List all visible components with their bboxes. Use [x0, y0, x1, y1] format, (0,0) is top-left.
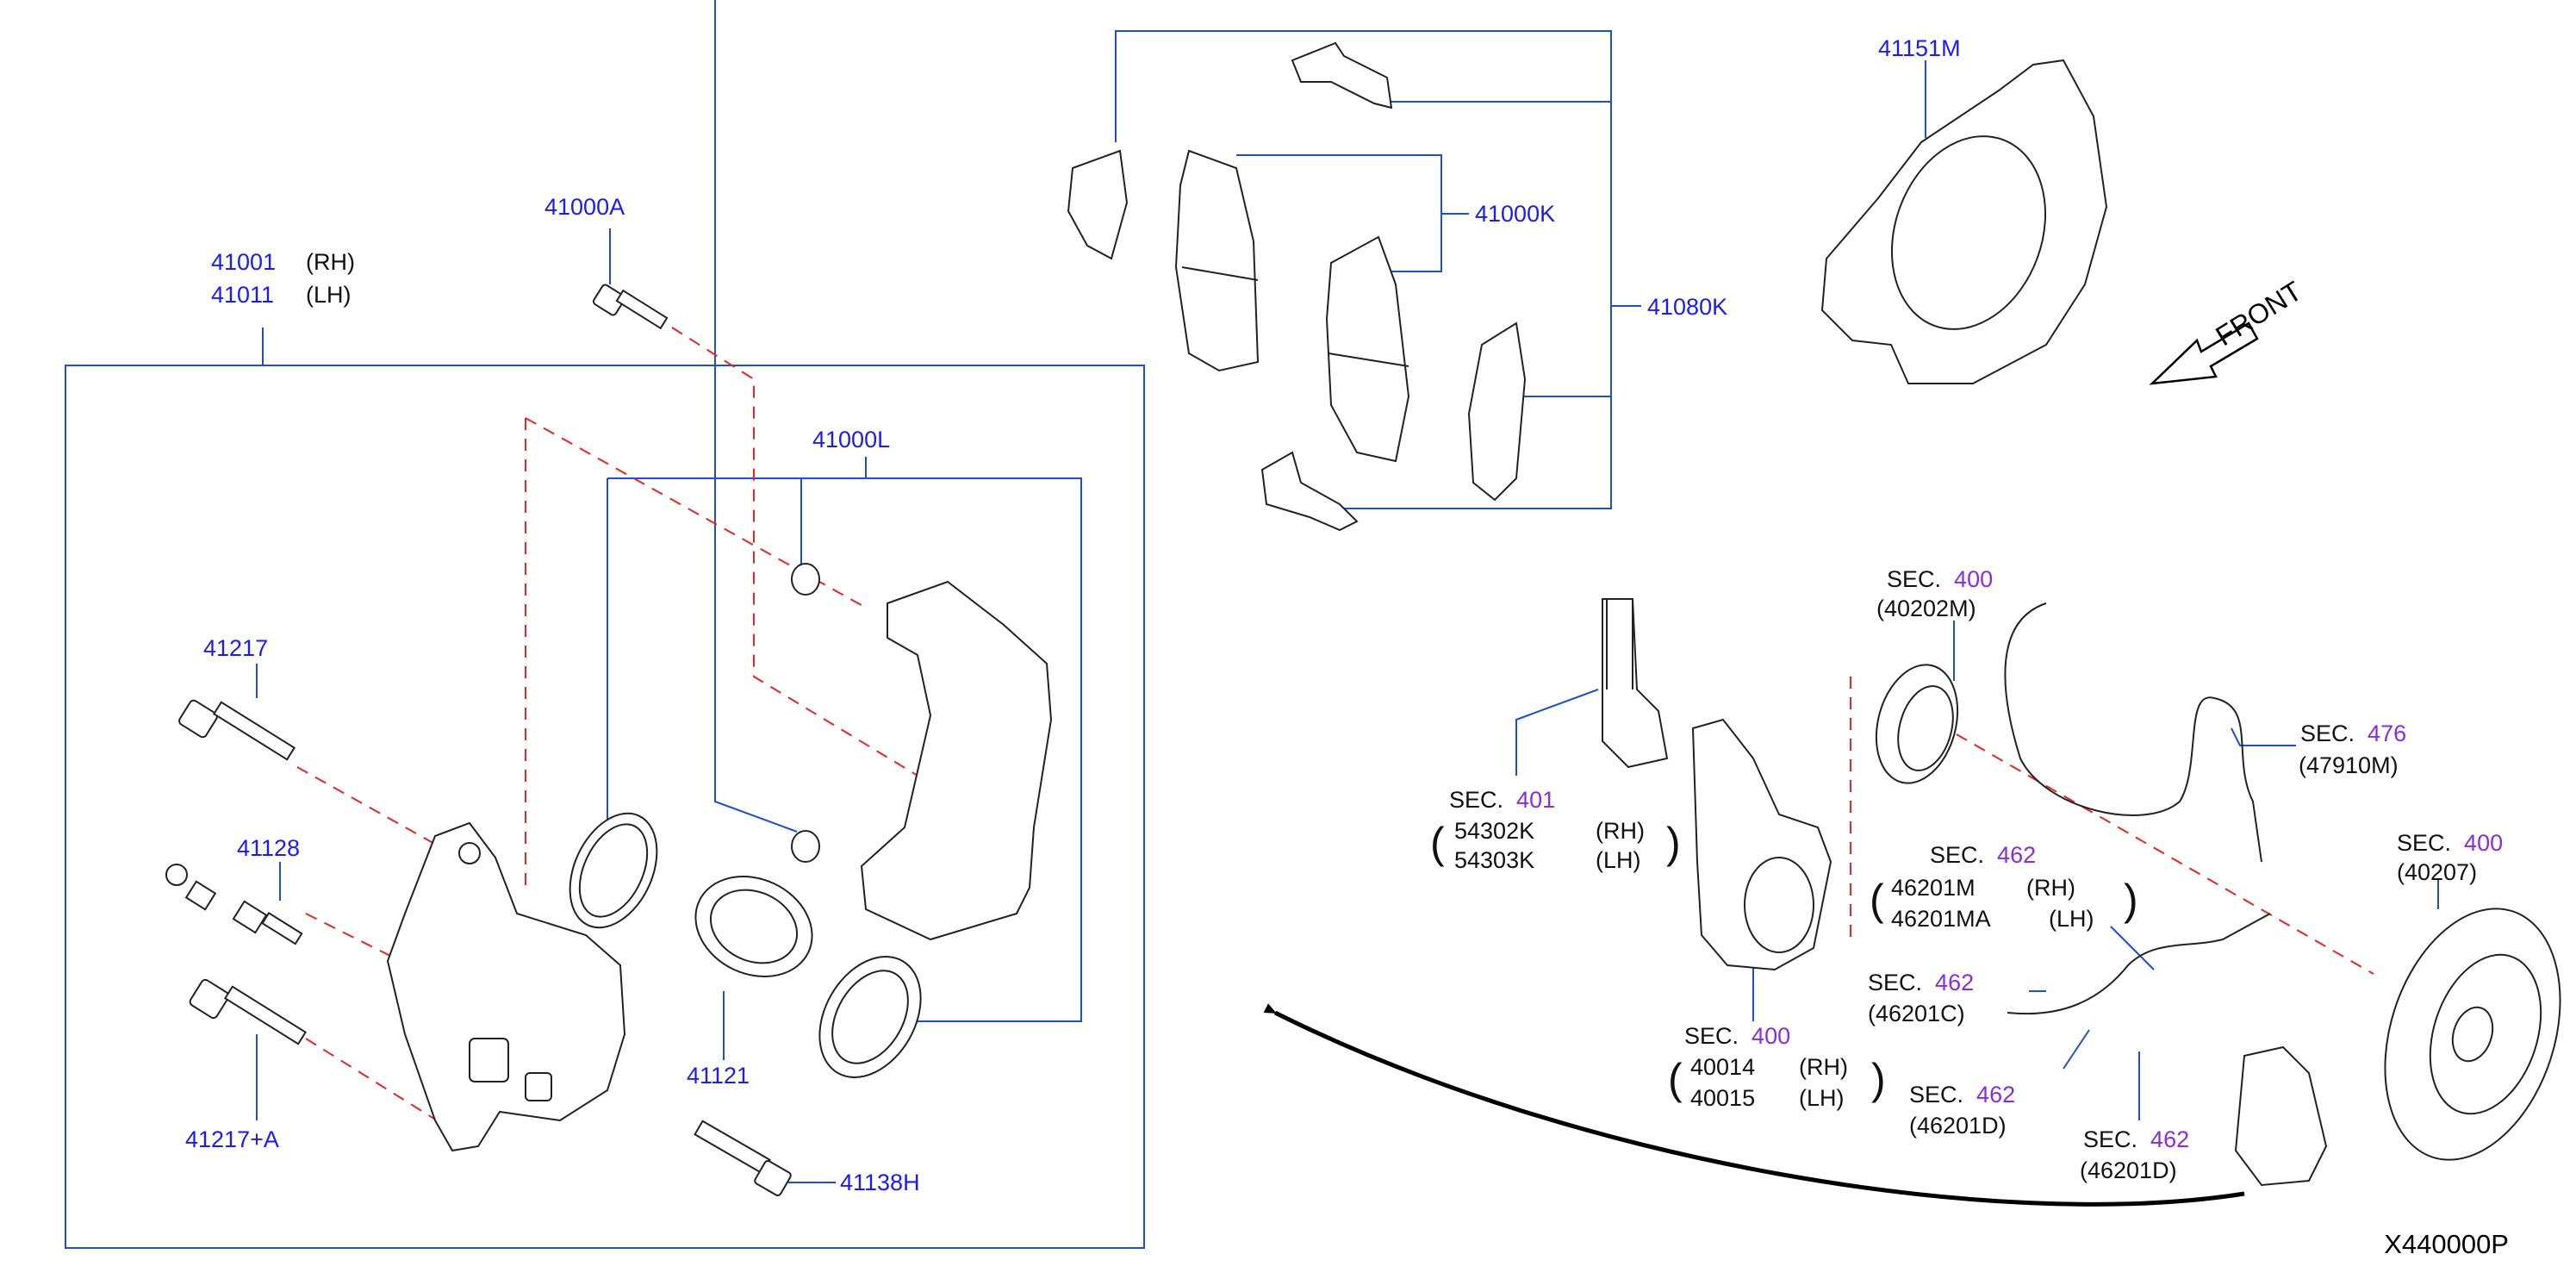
sec-part: (40202M) [1876, 596, 1976, 621]
sec-part: (46201C) [1868, 1001, 1965, 1026]
leader-lines [65, 0, 2439, 1249]
part-label-41000l[interactable]: 41000L [812, 427, 891, 452]
bracket: ) [1871, 1055, 1886, 1103]
strut-drawing [1602, 598, 1669, 769]
bracket: ( [1668, 1055, 1683, 1103]
sec-side-rh: (RH) [2026, 875, 2075, 901]
sec-label: SEC. 400 [2397, 830, 2504, 856]
part-label-41080k[interactable]: 41080K [1647, 294, 1728, 320]
bracket: ( [1870, 876, 1884, 924]
bleeder-41128-drawing [165, 864, 303, 945]
bushing-drawings [791, 563, 820, 863]
part-label-41121[interactable]: 41121 [687, 1063, 750, 1089]
bracket: ( [1430, 819, 1445, 867]
sec-part: (47910M) [2299, 752, 2399, 778]
sec-label: SEC. 462 [1909, 1082, 2016, 1107]
part-drawings [165, 41, 2561, 1197]
caliper-bracket-drawing [860, 580, 1053, 941]
bolt-41000a-drawing [592, 284, 669, 330]
brake-pad-outer-drawing [1174, 149, 1260, 372]
hub-bearing-drawing [1875, 664, 1959, 784]
sec-label: SEC. 462 [1930, 842, 2037, 868]
pin-bolt-41217a-drawing [189, 978, 308, 1045]
diagram-code: X440000P [2384, 1229, 2509, 1259]
part-label-41138h[interactable]: 41138H [840, 1170, 920, 1195]
caliper-body-drawing [386, 821, 626, 1152]
caliper-assembly-box [65, 365, 1145, 1249]
bracket: ) [1666, 819, 1681, 867]
sec-part-lh: 40015 [1690, 1085, 1756, 1111]
steering-knuckle-drawing [1691, 718, 1832, 971]
part-label-41217a[interactable]: 41217+A [185, 1126, 279, 1152]
piston-seal-drawing [569, 812, 658, 929]
sec-side-lh: (LH) [2049, 906, 2094, 932]
caliper-rh-side: (RH) [306, 249, 355, 275]
caliper-lh-side: (LH) [306, 282, 352, 308]
sec-side-rh: (RH) [1596, 818, 1645, 844]
sec-part: (46201D) [1909, 1113, 2007, 1139]
pad-shim-inner-drawing [1467, 321, 1527, 502]
pad-shim-outer-drawing [1067, 149, 1129, 260]
sec-part-rh: 54302K [1454, 818, 1535, 844]
sec-label: SEC. 400 [1684, 1023, 1791, 1049]
part-label-caliper-rh[interactable]: 41001 [211, 249, 277, 275]
bolt-41138h-drawing [694, 1120, 792, 1197]
piston-drawing [694, 876, 813, 977]
sec-label: SEC. 401 [1449, 787, 1556, 813]
sec-part-rh: 40014 [1690, 1054, 1756, 1080]
part-label-41217[interactable]: 41217 [203, 635, 269, 661]
sec-part-rh: 46201M [1891, 875, 1976, 901]
sec-side-rh: (RH) [1799, 1054, 1848, 1080]
sec-part: (46201D) [2080, 1157, 2177, 1183]
sec-side-lh: (LH) [1596, 847, 1641, 873]
front-direction-arrow [2149, 321, 2259, 385]
sec-part: (40207) [2397, 859, 2478, 885]
pad-clip-top-drawing [1291, 41, 1393, 109]
part-label-caliper-lh[interactable]: 41011 [211, 282, 275, 308]
part-label-41000a[interactable]: 41000A [544, 194, 625, 220]
back-plate-drawing [1820, 59, 2108, 384]
sec-side-lh: (LH) [1799, 1085, 1845, 1111]
caliper-thumbnail-drawing [2234, 1045, 2328, 1187]
wire-and-hose-drawing [2004, 602, 2271, 1015]
sec-part-lh: 46201MA [1891, 906, 1991, 932]
sec-label: SEC. 476 [2300, 721, 2407, 746]
part-label-41151m[interactable]: 41151M [1878, 35, 1961, 61]
dust-boot-drawing [818, 956, 922, 1078]
sec-label: SEC. 400 [1887, 566, 1994, 592]
pin-bolt-41217-drawing [178, 699, 296, 761]
pad-clip-bottom-drawing [1260, 451, 1359, 532]
phantom-lines [296, 327, 2374, 1126]
bracket: ) [2124, 876, 2138, 924]
brake-pad-inner-drawing [1325, 235, 1410, 463]
sec-part-lh: 54303K [1454, 847, 1535, 873]
brake-rotor-drawing [2384, 908, 2561, 1161]
part-label-41000k[interactable]: 41000K [1475, 201, 1556, 227]
sec-label: SEC. 462 [2083, 1126, 2190, 1152]
part-label-41128[interactable]: 41128 [237, 835, 301, 861]
assembly-arrow [1263, 1003, 2245, 1207]
sec-label: SEC. 462 [1868, 970, 1975, 995]
